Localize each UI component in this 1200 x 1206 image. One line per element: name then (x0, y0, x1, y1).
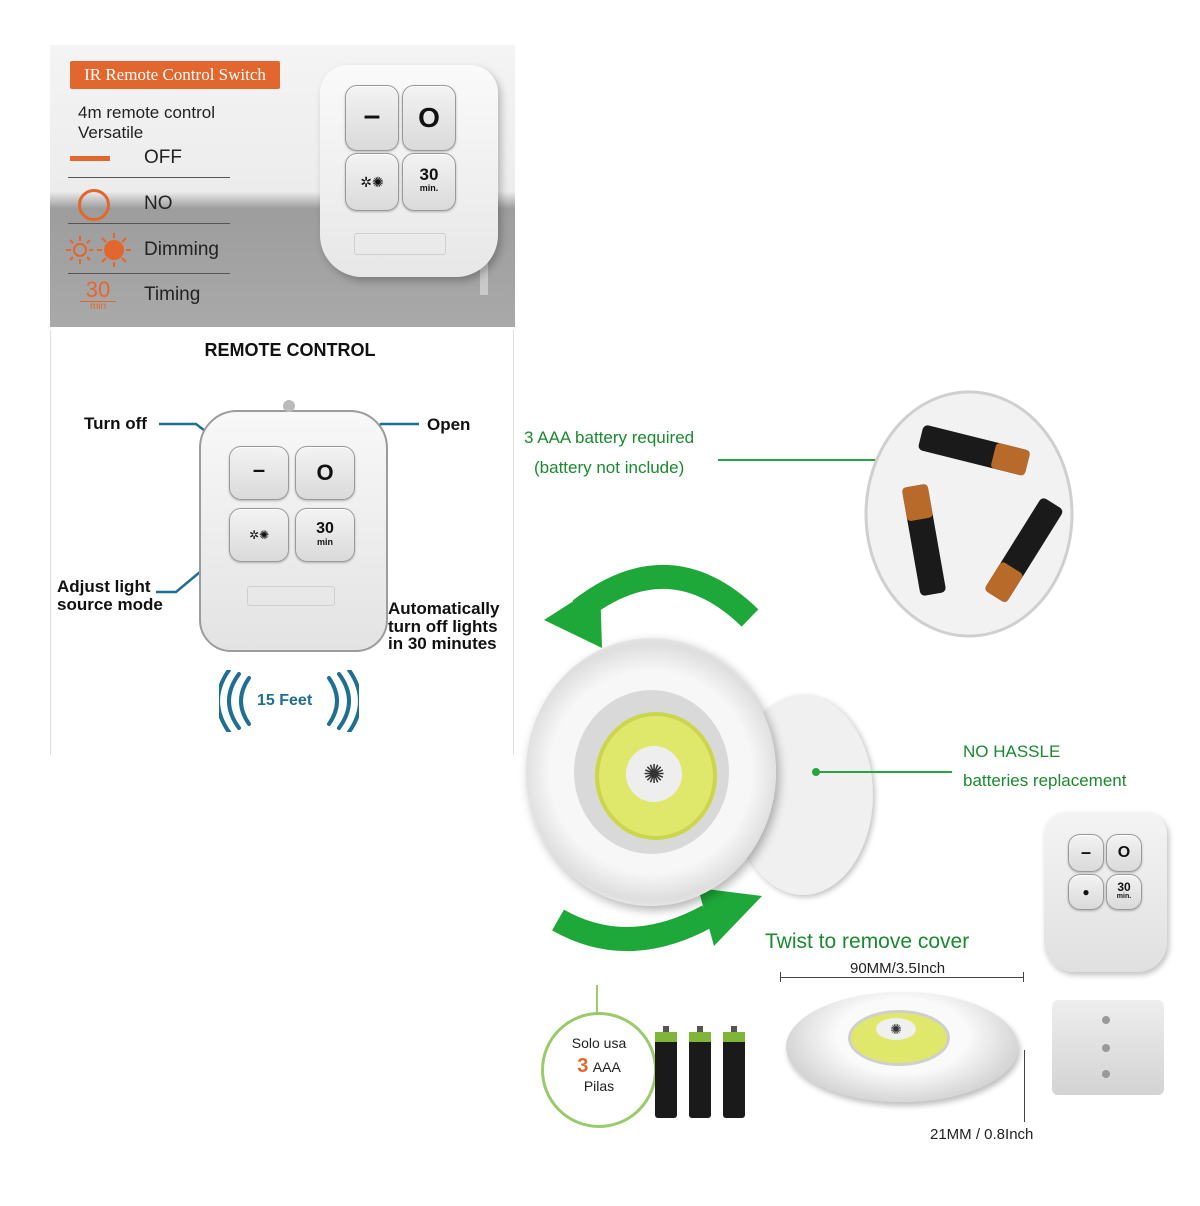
hassle-pointer-dot (812, 768, 820, 776)
on-button: O (402, 85, 456, 151)
timer-button-number: 30 (419, 165, 439, 184)
legend-dimming: Dimming (144, 239, 219, 260)
timer-icon-number: 30 (85, 277, 111, 302)
height-label: 21MM / 0.8Inch (930, 1126, 1034, 1143)
timer-button-diagram-unit: min (316, 537, 333, 547)
legend-off: OFF (144, 147, 182, 168)
divider (68, 273, 230, 274)
rotate-arrow-top-icon (544, 564, 759, 648)
small-timer-number: 30 (1117, 880, 1131, 894)
bulb-icon: ✺ (626, 746, 682, 802)
battery-pointer (718, 459, 904, 461)
twist-text: Twist to remove cover (765, 930, 970, 953)
diameter-label: 90MM/3.5Inch (850, 960, 946, 977)
off-button-diagram: – (229, 446, 289, 500)
no-hassle-text: NO HASSLE (963, 742, 1061, 761)
range-text: 4m remote control (78, 103, 215, 122)
bracket-hole (1102, 1044, 1110, 1052)
small-timer-unit: min. (1116, 893, 1132, 900)
divider (68, 177, 230, 178)
aaa-text: AAA (592, 1059, 621, 1075)
battery-replacement-text: batteries replacement (963, 771, 1127, 790)
small-timer-button: 30 min. (1106, 874, 1142, 910)
aaa-number: 3 (577, 1055, 589, 1077)
legend-no: NO (144, 193, 173, 214)
legend-timing: Timing (144, 284, 201, 305)
solo-usa-text: Solo usa (571, 1035, 627, 1051)
timer-button-diagram-number: 30 (316, 520, 334, 537)
off-button: – (345, 85, 399, 151)
range-label: 15 Feet (257, 692, 313, 709)
rotate-arrow-bottom-icon (552, 888, 762, 952)
remote-control-diagram: REMOTE CONTROL Turn off Open Adjust ligh… (50, 330, 514, 755)
battery-slot (247, 586, 335, 606)
ir-emitter (283, 400, 295, 412)
dimming-button-diagram: ✲✺ (229, 508, 289, 562)
circle-icon (78, 189, 110, 221)
remote-photo: – O ✲✺ 30 min. (320, 65, 498, 277)
timer-button: 30 min. (402, 153, 456, 211)
dash-icon (70, 156, 110, 161)
timer-icon: 30 min (80, 277, 116, 312)
divider (68, 223, 230, 224)
versatile-text: Versatile (78, 123, 144, 142)
open-label: Open (427, 415, 471, 434)
pilas-text: Pilas (583, 1078, 615, 1094)
timer-button-diagram: 30 min (295, 508, 355, 562)
timer-icon-unit: min (80, 301, 116, 312)
adjust-label-2: source mode (57, 595, 163, 614)
aaa-batteries-icon (655, 1026, 745, 1118)
auto-label-2: turn off lights (388, 617, 498, 636)
aaa-line: 3 AAA (544, 1055, 654, 1078)
remote-control-title: REMOTE CONTROL (204, 340, 376, 360)
battery-required-text: 3 AAA battery required (524, 428, 695, 447)
solo-pointer (596, 985, 598, 1013)
small-on-button: O (1106, 834, 1142, 872)
auto-label-1: Automatically (388, 599, 500, 618)
ir-remote-badge: IR Remote Control Switch (70, 61, 280, 89)
dimming-button: ✲✺ (345, 153, 399, 211)
auto-label-3: in 30 minutes (388, 634, 497, 653)
battery-not-included-text: (battery not include) (534, 458, 685, 477)
small-dimming-button: ● (1068, 874, 1104, 910)
turn-off-label: Turn off (84, 414, 147, 433)
bracket-hole (1102, 1070, 1110, 1078)
hassle-pointer (818, 771, 952, 773)
diameter-line (780, 977, 1024, 978)
aaa-badge: Solo usa 3 AAA Pilas (541, 1012, 657, 1128)
small-remote-photo: – O ● 30 min. (1044, 812, 1167, 972)
dimension-tick (1023, 972, 1024, 982)
adjust-label-1: Adjust light (57, 577, 151, 596)
battery-compartment-photo (864, 390, 1074, 638)
remote-diagram: – O ✲✺ 30 min (199, 400, 388, 652)
ir-remote-panel: IR Remote Control Switch 4m remote contr… (50, 45, 515, 327)
side-bulb-icon: ✺ (876, 1018, 916, 1040)
dimension-tick (780, 972, 781, 982)
sun-icon (66, 233, 131, 267)
timer-button-unit: min. (419, 183, 439, 193)
battery-slot (354, 233, 446, 255)
signal-icon (219, 670, 359, 732)
on-button-diagram: O (295, 446, 355, 500)
bracket-hole (1102, 1016, 1110, 1024)
height-line (1024, 1050, 1025, 1122)
small-off-button: – (1068, 834, 1104, 872)
wall-bracket (1052, 1000, 1164, 1095)
